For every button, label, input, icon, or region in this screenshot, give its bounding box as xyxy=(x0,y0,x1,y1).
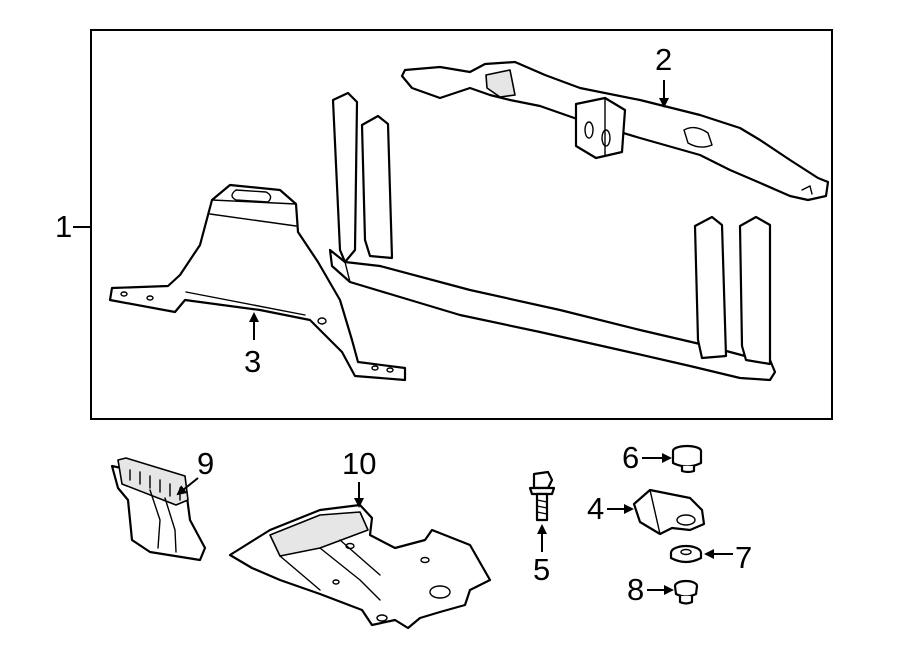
assembly-frame xyxy=(90,29,833,420)
callout-7: 7 xyxy=(704,540,752,575)
upper-tie-bar xyxy=(400,60,830,202)
callout-1: 1 xyxy=(55,209,91,244)
callout-9: 9 xyxy=(176,446,214,496)
callout-5: 5 xyxy=(533,524,550,587)
callout-6-label: 6 xyxy=(622,440,639,475)
grommet xyxy=(673,579,699,605)
callout-10: 10 xyxy=(342,446,376,508)
callout-6: 6 xyxy=(622,440,672,475)
callout-9-label: 9 xyxy=(197,446,214,481)
callout-8-label: 8 xyxy=(627,572,644,607)
callout-3-label: 3 xyxy=(244,344,261,379)
baffle-bracket xyxy=(108,183,407,382)
splash-shield xyxy=(228,503,492,630)
callout-3: 3 xyxy=(244,312,261,379)
callout-2: 2 xyxy=(655,42,672,108)
bolt xyxy=(528,470,556,522)
callout-4-label: 4 xyxy=(587,491,604,526)
callout-2-label: 2 xyxy=(655,42,672,77)
callout-5-label: 5 xyxy=(533,552,550,587)
radiator-support-frame xyxy=(328,91,777,382)
bushing-upper xyxy=(671,444,703,474)
side-seal xyxy=(110,457,207,562)
callout-10-label: 10 xyxy=(342,446,376,481)
callout-1-label: 1 xyxy=(55,209,72,244)
callout-8: 8 xyxy=(627,572,674,607)
mount-bracket xyxy=(632,488,706,536)
callout-9-arrow xyxy=(176,477,199,496)
callout-4: 4 xyxy=(587,491,634,526)
washer xyxy=(669,544,703,564)
callout-7-label: 7 xyxy=(735,540,752,575)
